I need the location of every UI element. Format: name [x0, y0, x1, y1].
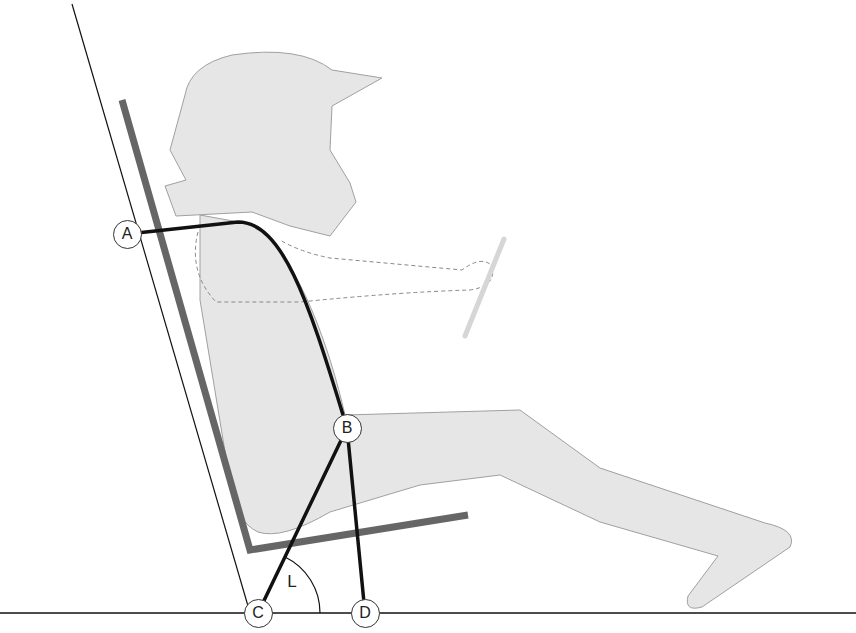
body-silhouette — [200, 215, 792, 608]
point-letter: D — [359, 605, 371, 621]
point-letter: A — [122, 226, 133, 242]
arm-outline — [195, 232, 492, 302]
harness-line — [141, 222, 342, 414]
point-marker: A — [113, 220, 142, 249]
steering-wheel — [465, 239, 504, 336]
helmet — [165, 52, 382, 236]
point-marker: C — [244, 599, 273, 628]
point-marker: B — [333, 414, 362, 443]
point-letter: C — [252, 605, 264, 621]
point-marker: D — [351, 599, 380, 628]
ground-line — [0, 612, 856, 614]
angle-arc — [285, 557, 320, 613]
point-letter: B — [342, 420, 353, 436]
harness-line — [264, 441, 340, 600]
angle-label: L — [287, 573, 296, 590]
reference-line — [72, 4, 248, 606]
seat — [122, 100, 468, 550]
harness-line — [348, 442, 363, 598]
